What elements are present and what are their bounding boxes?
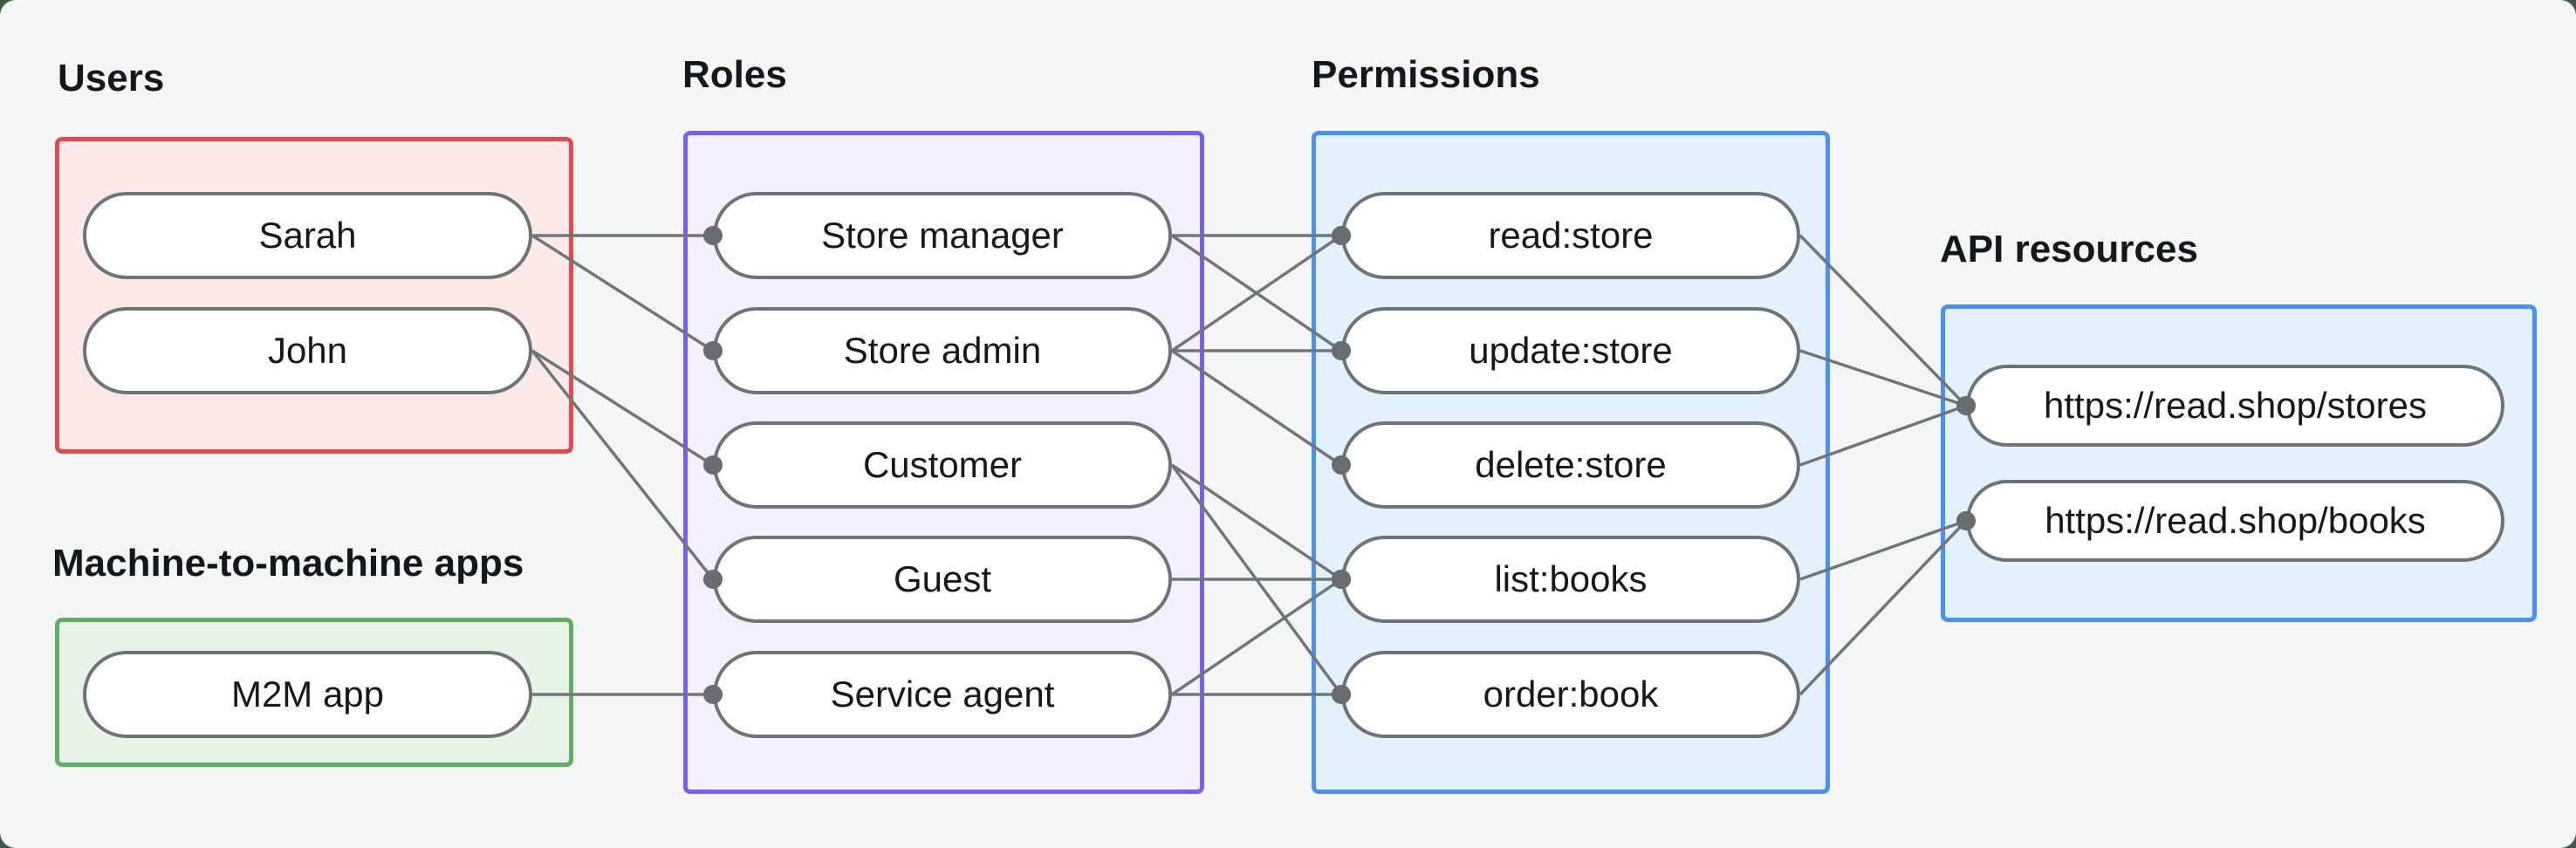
node-pill-list-books: list:books [1341, 536, 1800, 623]
node-pill-order-book: order:book [1341, 651, 1800, 738]
users-group-label: Users [58, 57, 165, 99]
permissions-group-label: Permissions [1312, 53, 1540, 96]
node-pill-john: John [83, 307, 532, 394]
node-pill-m2m-app: M2M app [83, 651, 532, 738]
node-pill-guest: Guest [713, 536, 1172, 623]
node-pill-store-admin: Store admin [713, 307, 1172, 394]
m2m-apps-group-label: Machine-to-machine apps [52, 542, 524, 585]
api-resources-group-box [1941, 304, 2537, 622]
node-pill-store-manager: Store manager [713, 192, 1172, 279]
node-pill-service-agent: Service agent [713, 651, 1172, 738]
node-pill-stores: https://read.shop/stores [1966, 365, 2504, 447]
node-pill-update-store: update:store [1341, 307, 1800, 394]
node-pill-customer: Customer [713, 421, 1172, 509]
users-group-box [55, 137, 573, 454]
api-resources-group-label: API resources [1940, 228, 2198, 270]
roles-group-label: Roles [682, 53, 787, 96]
node-pill-books: https://read.shop/books [1966, 480, 2504, 562]
node-pill-sarah: Sarah [83, 192, 532, 279]
node-pill-delete-store: delete:store [1341, 421, 1800, 509]
node-pill-read-store: read:store [1341, 192, 1800, 279]
